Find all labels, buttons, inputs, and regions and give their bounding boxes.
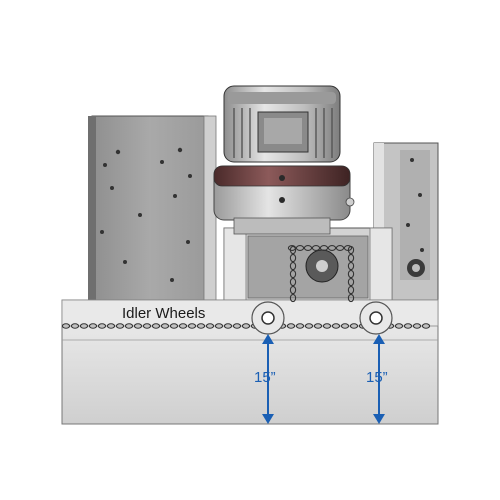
electric-motor: [223, 85, 341, 163]
chain-link: [347, 285, 355, 295]
chain-link: [289, 293, 297, 303]
chain-link: [115, 323, 125, 329]
chain-link: [289, 269, 297, 279]
chain-link: [151, 323, 161, 329]
chain-link: [124, 323, 134, 329]
chain-link: [421, 323, 431, 329]
chain-link: [286, 323, 296, 329]
chain-link: [205, 323, 215, 329]
chain-link: [223, 323, 233, 329]
chain-link: [343, 245, 353, 251]
chain-link: [289, 261, 297, 271]
chain-link: [88, 323, 98, 329]
chain-link: [295, 245, 305, 251]
chain-link: [327, 245, 337, 251]
chain-link: [349, 323, 359, 329]
chain-link: [319, 245, 329, 251]
chain-link: [79, 323, 89, 329]
chain-link: [289, 285, 297, 295]
chain-link: [347, 253, 355, 263]
chain-link: [214, 323, 224, 329]
left-frame-panel: [88, 115, 217, 303]
chain-link: [340, 323, 350, 329]
chain-link: [331, 323, 341, 329]
chain-link: [106, 323, 116, 329]
chain-link: [304, 323, 314, 329]
drive-sprocket: [305, 249, 339, 283]
chain-link: [142, 323, 152, 329]
chain-link: [160, 323, 170, 329]
chain-link: [347, 261, 355, 271]
chain-link: [347, 269, 355, 279]
chain-link: [287, 245, 297, 251]
chain-link: [322, 323, 332, 329]
idler-wheels-label: Idler Wheels: [122, 305, 205, 322]
chain-link: [241, 323, 251, 329]
chain-link: [403, 323, 413, 329]
chain-link: [187, 323, 197, 329]
chain-link: [196, 323, 206, 329]
chain-link: [313, 323, 323, 329]
idler-wheel-right: [359, 301, 393, 335]
dimension-arrow-right: [373, 334, 385, 424]
drive-chain: [287, 245, 355, 303]
chain-link: [61, 323, 71, 329]
chain-link: [289, 277, 297, 287]
dimension-label-left: 15”: [254, 369, 276, 386]
chain-link: [311, 245, 321, 251]
chain-link: [303, 245, 313, 251]
chain-link: [232, 323, 242, 329]
idler-wheel-left: [251, 301, 285, 335]
chain-link: [335, 245, 345, 251]
chain-link: [133, 323, 143, 329]
chain-link: [295, 323, 305, 329]
dimension-label-right: 15”: [366, 369, 388, 386]
chain-link: [347, 277, 355, 287]
chain-link: [347, 293, 355, 303]
chain-link: [70, 323, 80, 329]
chain-link: [289, 253, 297, 263]
chain-link: [178, 323, 188, 329]
dimension-arrow-left: [262, 334, 274, 424]
chain-link: [412, 323, 422, 329]
chain-link: [97, 323, 107, 329]
chain-link: [394, 323, 404, 329]
chain-link: [169, 323, 179, 329]
gearbox: [213, 165, 355, 235]
